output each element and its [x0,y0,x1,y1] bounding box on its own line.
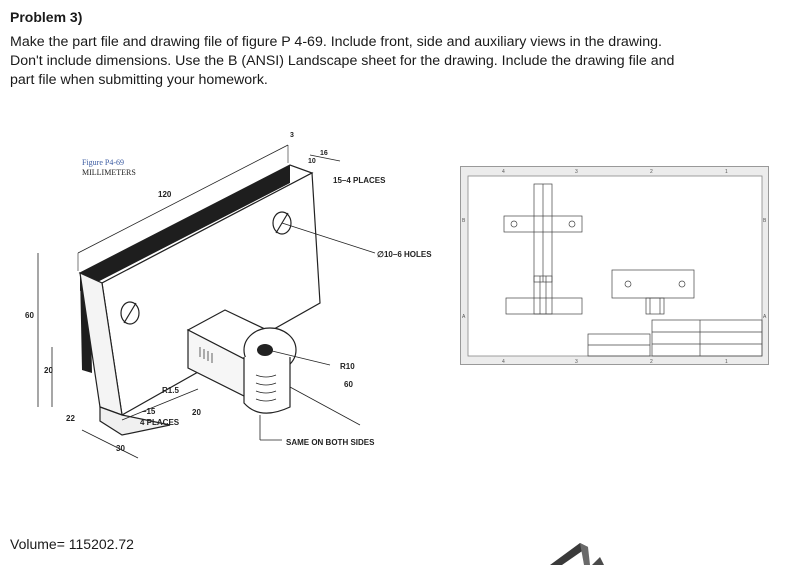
zone-bottom-2: 2 [650,359,653,365]
dim-20: 20 [44,366,53,375]
description-line-3: part file when submitting your homework. [10,72,268,88]
dim-holes: ∅10–6 HOLES [377,250,432,259]
description-line-1: Make the part file and drawing file of f… [10,34,662,50]
zone-bottom-3: 3 [575,359,578,365]
zone-top-3: 3 [575,169,578,175]
zone-top-4: 4 [502,169,505,175]
dim-15-places: 15–4 PLACES [333,176,386,185]
problem-heading: Problem 3) [10,9,83,25]
zone-bottom-4: 4 [502,359,505,365]
dim-16: 16 [320,150,328,157]
part-model-preview [550,543,604,565]
dim-120: 120 [158,190,172,199]
dim-minus-15: –15 [142,407,156,416]
dim-20b: 20 [192,408,201,417]
figure-units: MILLIMETERS [82,168,136,177]
dim-60b: 60 [344,380,353,389]
dim-4-places: 4 PLACES [140,418,180,427]
row-right-a: A [763,314,767,320]
zone-bottom-1: 1 [725,359,728,365]
dim-same-both-sides: SAME ON BOTH SIDES [286,438,375,447]
row-right-b: B [763,218,767,224]
dim-3: 3 [290,132,294,139]
zone-top-2: 2 [650,169,653,175]
dim-60: 60 [25,311,34,320]
dim-22: 22 [66,414,75,423]
dim-r10: R10 [340,362,355,371]
row-left-a: A [462,314,466,320]
part-isometric-figure: Figure P4-69 MILLIMETERS 120 3 16 10 15–… [25,132,432,459]
zone-top-1: 1 [725,169,728,175]
figure-caption: Figure P4-69 [82,158,124,167]
description-line-2: Don't include dimensions. Use the B (ANS… [10,53,675,69]
problem-description: Make the part file and drawing file of f… [10,33,770,90]
dim-10: 10 [308,158,316,165]
row-left-b: B [462,218,466,224]
dim-30: 30 [116,444,125,453]
volume-result: Volume= 115202.72 [10,536,134,552]
dim-r15: R1.5 [162,386,179,395]
drawing-sheet-preview: 4 3 2 1 4 3 2 1 B A B A [460,166,769,365]
